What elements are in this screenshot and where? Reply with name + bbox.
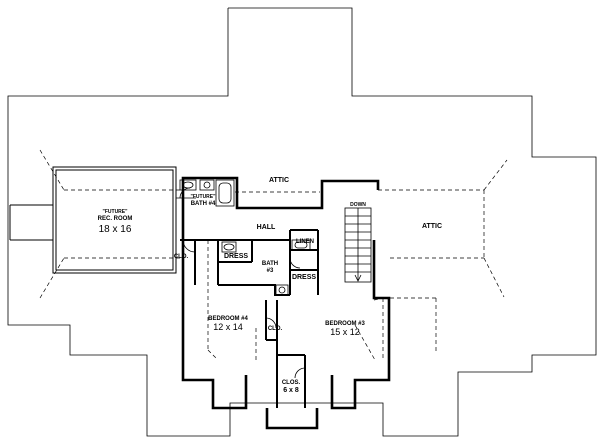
label-rec-size: 18 x 16 — [99, 224, 132, 235]
roof-outline — [7, 7, 597, 437]
label-bath4: BATH #4 — [191, 201, 216, 207]
stairs — [344, 207, 372, 283]
label-bath3-num: #3 — [267, 268, 274, 274]
bath4-fixtures — [176, 179, 235, 207]
label-linen: LINEN — [296, 239, 314, 245]
label-clo-left: CLO. — [174, 254, 189, 260]
label-bedroom3: BEDROOM #3 — [325, 321, 365, 327]
label-rec-future: "FUTURE" — [102, 209, 128, 215]
label-bedroom4: BEDROOM #4 — [208, 316, 248, 322]
label-clos: CLOS. — [282, 380, 301, 386]
label-attic-top: ATTIC — [269, 177, 289, 184]
label-hall: HALL — [257, 224, 276, 231]
label-bath3: BATH — [262, 261, 278, 267]
roof-ridge-lines — [39, 149, 508, 361]
door-swings — [182, 239, 306, 379]
label-bedroom4-size: 12 x 14 — [213, 322, 243, 332]
label-dress-right: DRESS — [292, 274, 316, 281]
exterior-walls — [181, 176, 391, 430]
label-clo-mid: CLO. — [268, 326, 283, 332]
label-bedroom3-size: 15 x 12 — [330, 327, 360, 337]
label-attic-right: ATTIC — [422, 223, 442, 230]
rec-room-walls — [9, 166, 177, 274]
label-down: DOWN — [350, 202, 366, 208]
label-bath4-future: "FUTURE" — [190, 194, 216, 200]
label-rec-room: REC. ROOM — [98, 216, 133, 222]
label-dress-left: DRESS — [224, 253, 248, 260]
bath3-fixtures — [221, 239, 311, 296]
label-clos-size: 6 x 8 — [283, 387, 299, 394]
